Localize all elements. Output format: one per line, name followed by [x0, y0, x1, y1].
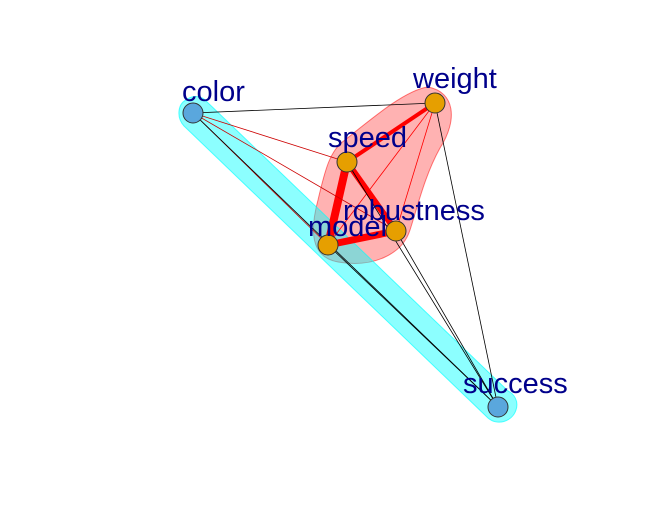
- node-success: [487, 396, 509, 418]
- edge-speed-success: [346, 161, 499, 408]
- edge-weight-model: [327, 102, 436, 246]
- node-model: [317, 234, 339, 256]
- node-label-weight: weight: [412, 63, 497, 95]
- node-robustness: [385, 220, 407, 242]
- edge-robustness-success: [395, 230, 499, 408]
- edge-color-weight: [192, 102, 436, 114]
- node-speed: [336, 151, 358, 173]
- node-label-color: color: [182, 76, 245, 108]
- group-hulls: [178, 86, 518, 423]
- graph-nodes: [182, 92, 509, 418]
- group-1-hull: [313, 86, 452, 264]
- graph-edges: [192, 101, 499, 408]
- node-label-robustness: robustness: [343, 195, 485, 227]
- group-2-hull: [178, 96, 518, 423]
- node-label-model: model: [308, 211, 387, 243]
- node-color: [182, 102, 204, 124]
- edge-weight-robustness: [395, 102, 436, 232]
- edge-color-speed: [192, 112, 348, 163]
- edge-speed-robustness: [344, 159, 399, 234]
- edge-weight-success: [434, 102, 499, 408]
- edge-model-robustness: [324, 227, 400, 249]
- node-label-success: success: [463, 368, 568, 400]
- edge-speed-weight: [345, 101, 437, 164]
- edge-speed-model: [324, 158, 351, 249]
- edge-color-success: [192, 112, 499, 408]
- edge-model-success: [327, 244, 499, 408]
- edge-color-robustness: [192, 112, 397, 232]
- node-weight: [424, 92, 446, 114]
- node-label-speed: speed: [328, 122, 407, 154]
